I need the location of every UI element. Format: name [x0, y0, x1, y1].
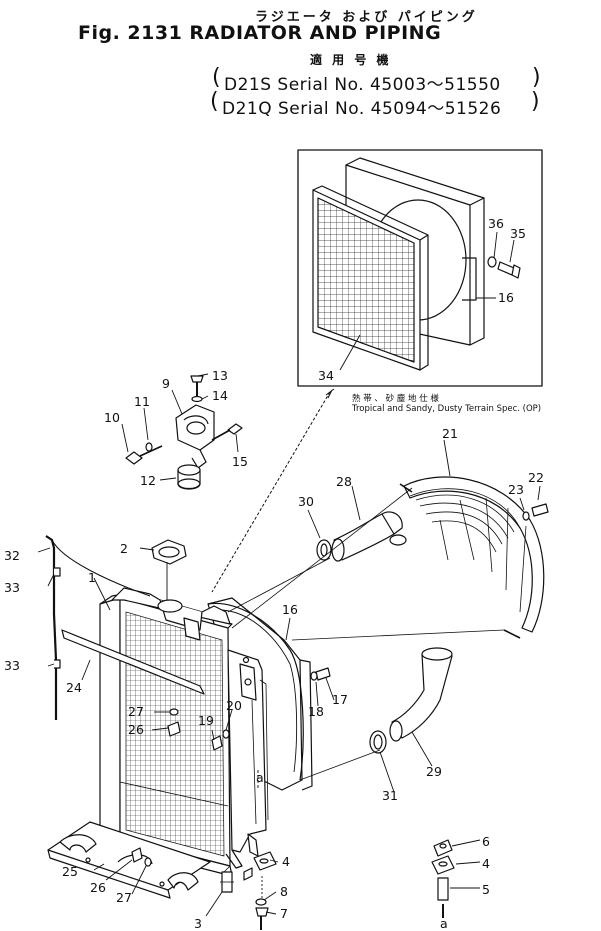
callout-25: 25 [62, 864, 78, 879]
inset-washer-36 [487, 256, 497, 268]
spacer-5 [437, 877, 449, 901]
radiator-cap-2 [151, 539, 187, 600]
callout-8: 8 [280, 884, 288, 899]
bolt-10 [125, 451, 143, 465]
inset-note-en: Tropical and Sandy, Dusty Terrain Spec. … [352, 404, 542, 414]
lower-hose-29 [389, 647, 453, 742]
inset-screen [312, 185, 429, 371]
callout-34: 34 [318, 368, 334, 383]
callout-32: 32 [4, 548, 20, 563]
nut-19 [211, 735, 223, 751]
bolt-26 [167, 721, 181, 737]
bottom-plate-25 [47, 821, 211, 899]
callout-29: 29 [426, 764, 442, 779]
callout-31: 31 [382, 788, 398, 803]
callout-21: 21 [442, 426, 458, 441]
applicability-label: 適 用 号 機 [310, 53, 392, 67]
bracket-9 [175, 404, 215, 469]
overflow-tube-32 [45, 535, 58, 720]
bolt-13 [190, 375, 204, 383]
callout-12: 12 [140, 473, 156, 488]
callout-14: 14 [212, 388, 228, 403]
inset-frame [297, 149, 543, 387]
bolt-26b [131, 847, 143, 863]
callout-a1: a [256, 770, 264, 785]
bolt-22 [531, 503, 549, 517]
callout-4b: 4 [482, 856, 490, 871]
callout-a2: a [440, 916, 448, 931]
bracket-right-2: ) [531, 89, 540, 114]
serial-line-1: D21S Serial No. 45003～51550 [224, 75, 501, 95]
callout-10: 10 [104, 410, 120, 425]
callout-22: 22 [528, 470, 544, 485]
washer-20 [222, 729, 230, 739]
bracket-left-2: ( [210, 89, 219, 114]
callout-26b: 26 [90, 880, 106, 895]
callout-35: 35 [510, 226, 526, 241]
callout-26a: 26 [128, 722, 144, 737]
japanese-title: ラジエータ および パイピング [255, 10, 478, 25]
callout-11: 11 [134, 394, 150, 409]
figure-title: Fig. 2131 RADIATOR AND PIPING [78, 22, 442, 44]
inset-bolt-35 [497, 261, 521, 279]
callout-13: 13 [212, 368, 228, 383]
washer-14 [191, 395, 203, 403]
fan-guard-21 [399, 476, 545, 639]
bolt-7 [255, 907, 269, 917]
washer-8 [255, 898, 267, 906]
callout-28: 28 [336, 474, 352, 489]
callout-2: 2 [120, 541, 128, 556]
cushion-12 [177, 464, 201, 490]
callout-6: 6 [482, 834, 490, 849]
drain-cock-3 [220, 865, 234, 893]
bracket-right-1: ) [532, 65, 541, 90]
bolt-17 [315, 667, 331, 681]
callout-19: 19 [198, 713, 214, 728]
callout-36: 36 [488, 216, 504, 231]
washer-11 [145, 442, 153, 452]
hose-clamp-31 [369, 730, 387, 754]
washer-18 [310, 671, 318, 681]
inset-note-jp: 熱 帯 、 砂 塵 地 仕 様 [352, 394, 439, 404]
callout-17: 17 [332, 692, 348, 707]
hose-clamp-30 [316, 539, 332, 561]
callout-27b: 27 [116, 890, 132, 905]
callout-15: 15 [232, 454, 248, 469]
serial-line-2: D21Q Serial No. 45094～51526 [222, 99, 502, 119]
upper-hose-28 [331, 511, 407, 562]
callout-23: 23 [508, 482, 524, 497]
bolt-15 [227, 423, 243, 435]
callout-20: 20 [226, 698, 242, 713]
callout-33b: 33 [4, 658, 20, 673]
inset-leader-line [211, 391, 331, 593]
callout-1: 1 [88, 570, 96, 585]
mount-4b [431, 855, 455, 875]
callout-30: 30 [298, 494, 314, 509]
callout-33a: 33 [4, 580, 20, 595]
callout-7: 7 [280, 906, 288, 921]
callout-18: 18 [308, 704, 324, 719]
callout-4a: 4 [282, 854, 290, 869]
callout-5: 5 [482, 882, 490, 897]
clip-33a [54, 567, 61, 577]
callout-16b: 16 [498, 290, 514, 305]
callout-16a: 16 [282, 602, 298, 617]
callout-24: 24 [66, 680, 82, 695]
bar-24 [61, 629, 205, 695]
callout-27a: 27 [128, 704, 144, 719]
callout-3: 3 [194, 916, 202, 931]
callout-9: 9 [162, 376, 170, 391]
mount-4 [253, 851, 277, 871]
clip-33b [54, 659, 61, 669]
washer-27 [169, 708, 179, 716]
bracket-left-1: ( [212, 65, 221, 90]
washer-27b [144, 857, 152, 867]
washer-23 [522, 511, 530, 521]
